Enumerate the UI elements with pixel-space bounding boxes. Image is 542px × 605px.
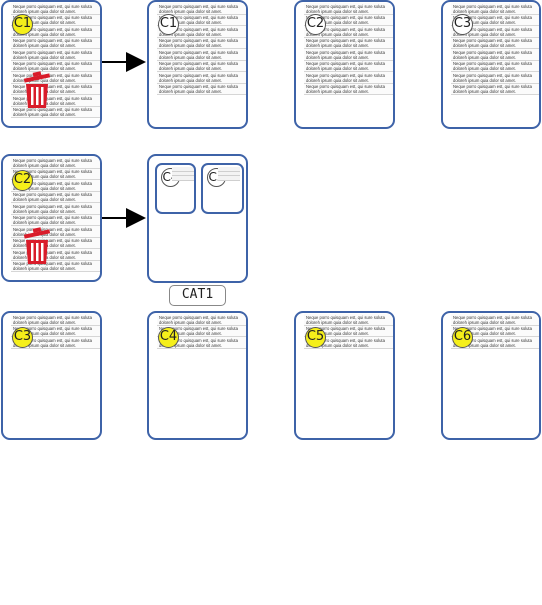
card-c1[interactable]: Neque porro quisquam est, qui sure solut… xyxy=(147,0,248,129)
badge-c3: C3 xyxy=(452,14,473,35)
note-line: Neque porro quisquam est, qui sure solut… xyxy=(304,337,393,349)
note-line: Neque porro quisquam est, qui sure solut… xyxy=(11,14,100,26)
note-line: Neque porro quisquam est, qui sure solut… xyxy=(11,191,100,203)
note-line: Neque porro quisquam est, qui sure solut… xyxy=(157,325,246,337)
card-c2[interactable]: Neque porro quisquam est, qui sure solut… xyxy=(294,0,395,129)
card-c1-source[interactable]: Neque porro quisquam est, qui sure solut… xyxy=(1,0,102,128)
category-label: CAT1 xyxy=(169,285,226,306)
note-list: Neque porro quisquam est, qui sure solut… xyxy=(451,3,539,95)
note-line: Neque porro quisquam est, qui sure solut… xyxy=(11,3,100,15)
note-line: Neque porro quisquam est, qui sure solut… xyxy=(451,325,539,337)
note-list: Neque porro quisquam est, qui sure solut… xyxy=(157,3,246,95)
note-line: Neque porro quisquam est, qui sure solut… xyxy=(304,314,393,326)
note-line: Neque porro quisquam est, qui sure solut… xyxy=(451,83,539,95)
note-line: Neque porro quisquam est, qui sure solut… xyxy=(11,203,100,215)
note-line: Neque porro quisquam est, qui sure solut… xyxy=(11,214,100,226)
note-line: Neque porro quisquam est, qui sure solut… xyxy=(11,157,100,169)
note-line: Neque porro quisquam est, qui sure solut… xyxy=(157,37,246,49)
note-line: Neque porro quisquam est, qui sure solut… xyxy=(451,3,539,15)
note-line: Neque porro quisquam est, qui sure solut… xyxy=(11,106,100,118)
note-line: Neque porro quisquam est, qui sure solut… xyxy=(304,72,393,84)
card-c3-bottom[interactable]: Neque porro quisquam est, qui sure solut… xyxy=(1,311,102,440)
card-c5-bottom[interactable]: Neque porro quisquam est, qui sure solut… xyxy=(294,311,395,440)
card-c4-bottom[interactable]: Neque porro quisquam est, qui sure solut… xyxy=(147,311,248,440)
note-line: Neque porro quisquam est, qui sure solut… xyxy=(304,3,393,15)
note-line: Neque porro quisquam est, qui sure solut… xyxy=(157,60,246,72)
badge-c2: C2 xyxy=(12,170,33,191)
note-line: Neque porro quisquam est, qui sure solut… xyxy=(157,83,246,95)
badge-c5: C5 xyxy=(305,327,326,348)
badge-c1: C1 xyxy=(158,14,179,35)
note-list: Neque porro quisquam est, qui sure solut… xyxy=(304,3,393,95)
badge-c1: C1 xyxy=(12,14,33,35)
note-line: Neque porro quisquam est, qui sure solut… xyxy=(11,26,100,38)
badge-c2: C2 xyxy=(305,14,326,35)
note-lines-icon xyxy=(172,167,194,181)
note-line: Neque porro quisquam est, qui sure solut… xyxy=(11,180,100,192)
note-line: Neque porro quisquam est, qui sure solut… xyxy=(451,26,539,38)
note-line: Neque porro quisquam est, qui sure solut… xyxy=(157,14,246,26)
badge-c6: C6 xyxy=(452,327,473,348)
note-line: Neque porro quisquam est, qui sure solut… xyxy=(304,26,393,38)
note-line: Neque porro quisquam est, qui sure solut… xyxy=(11,168,100,180)
note-line: Neque porro quisquam est, qui sure solut… xyxy=(451,37,539,49)
inner-card-c5[interactable]: C5 xyxy=(201,163,244,214)
note-list: Neque porro quisquam est, qui sure solut… xyxy=(11,314,100,349)
note-line: Neque porro quisquam est, qui sure solut… xyxy=(11,337,100,349)
note-line: Neque porro quisquam est, qui sure solut… xyxy=(157,72,246,84)
note-line: Neque porro quisquam est, qui sure solut… xyxy=(304,60,393,72)
note-line: Neque porro quisquam est, qui sure solut… xyxy=(451,337,539,349)
card-c2-source[interactable]: Neque porro quisquam est, qui sure solut… xyxy=(1,154,102,282)
note-line: Neque porro quisquam est, qui sure solut… xyxy=(11,325,100,337)
note-list: Neque porro quisquam est, qui sure solut… xyxy=(304,314,393,349)
note-line: Neque porro quisquam est, qui sure solut… xyxy=(304,14,393,26)
note-list: Neque porro quisquam est, qui sure solut… xyxy=(451,314,539,349)
badge-c4: C4 xyxy=(158,327,179,348)
note-line: Neque porro quisquam est, qui sure solut… xyxy=(451,60,539,72)
group-card-cat1[interactable]: C4 C5 xyxy=(147,154,248,283)
note-line: Neque porro quisquam est, qui sure solut… xyxy=(11,60,100,72)
note-line: Neque porro quisquam est, qui sure solut… xyxy=(11,72,100,84)
note-line: Neque porro quisquam est, qui sure solut… xyxy=(11,260,100,272)
note-list: Neque porro quisquam est, qui sure solut… xyxy=(157,314,246,349)
note-line: Neque porro quisquam est, qui sure solut… xyxy=(157,3,246,15)
note-line: Neque porro quisquam est, qui sure solut… xyxy=(11,314,100,326)
note-line: Neque porro quisquam est, qui sure solut… xyxy=(451,314,539,326)
note-line: Neque porro quisquam est, qui sure solut… xyxy=(451,14,539,26)
note-line: Neque porro quisquam est, qui sure solut… xyxy=(11,37,100,49)
note-line: Neque porro quisquam est, qui sure solut… xyxy=(157,337,246,349)
badge-c3: C3 xyxy=(12,327,33,348)
note-line: Neque porro quisquam est, qui sure solut… xyxy=(304,83,393,95)
note-line: Neque porro quisquam est, qui sure solut… xyxy=(304,49,393,61)
card-c3[interactable]: Neque porro quisquam est, qui sure solut… xyxy=(441,0,541,129)
note-lines-icon xyxy=(218,167,240,181)
trash-icon[interactable] xyxy=(22,70,52,110)
note-line: Neque porro quisquam est, qui sure solut… xyxy=(304,37,393,49)
note-line: Neque porro quisquam est, qui sure solut… xyxy=(157,314,246,326)
trash-icon[interactable] xyxy=(22,226,52,266)
note-line: Neque porro quisquam est, qui sure solut… xyxy=(157,26,246,38)
note-line: Neque porro quisquam est, qui sure solut… xyxy=(11,49,100,61)
card-c6-bottom[interactable]: Neque porro quisquam est, qui sure solut… xyxy=(441,311,541,440)
note-line: Neque porro quisquam est, qui sure solut… xyxy=(157,49,246,61)
inner-card-c4[interactable]: C4 xyxy=(155,163,196,214)
note-line: Neque porro quisquam est, qui sure solut… xyxy=(451,49,539,61)
note-line: Neque porro quisquam est, qui sure solut… xyxy=(451,72,539,84)
note-line: Neque porro quisquam est, qui sure solut… xyxy=(304,325,393,337)
